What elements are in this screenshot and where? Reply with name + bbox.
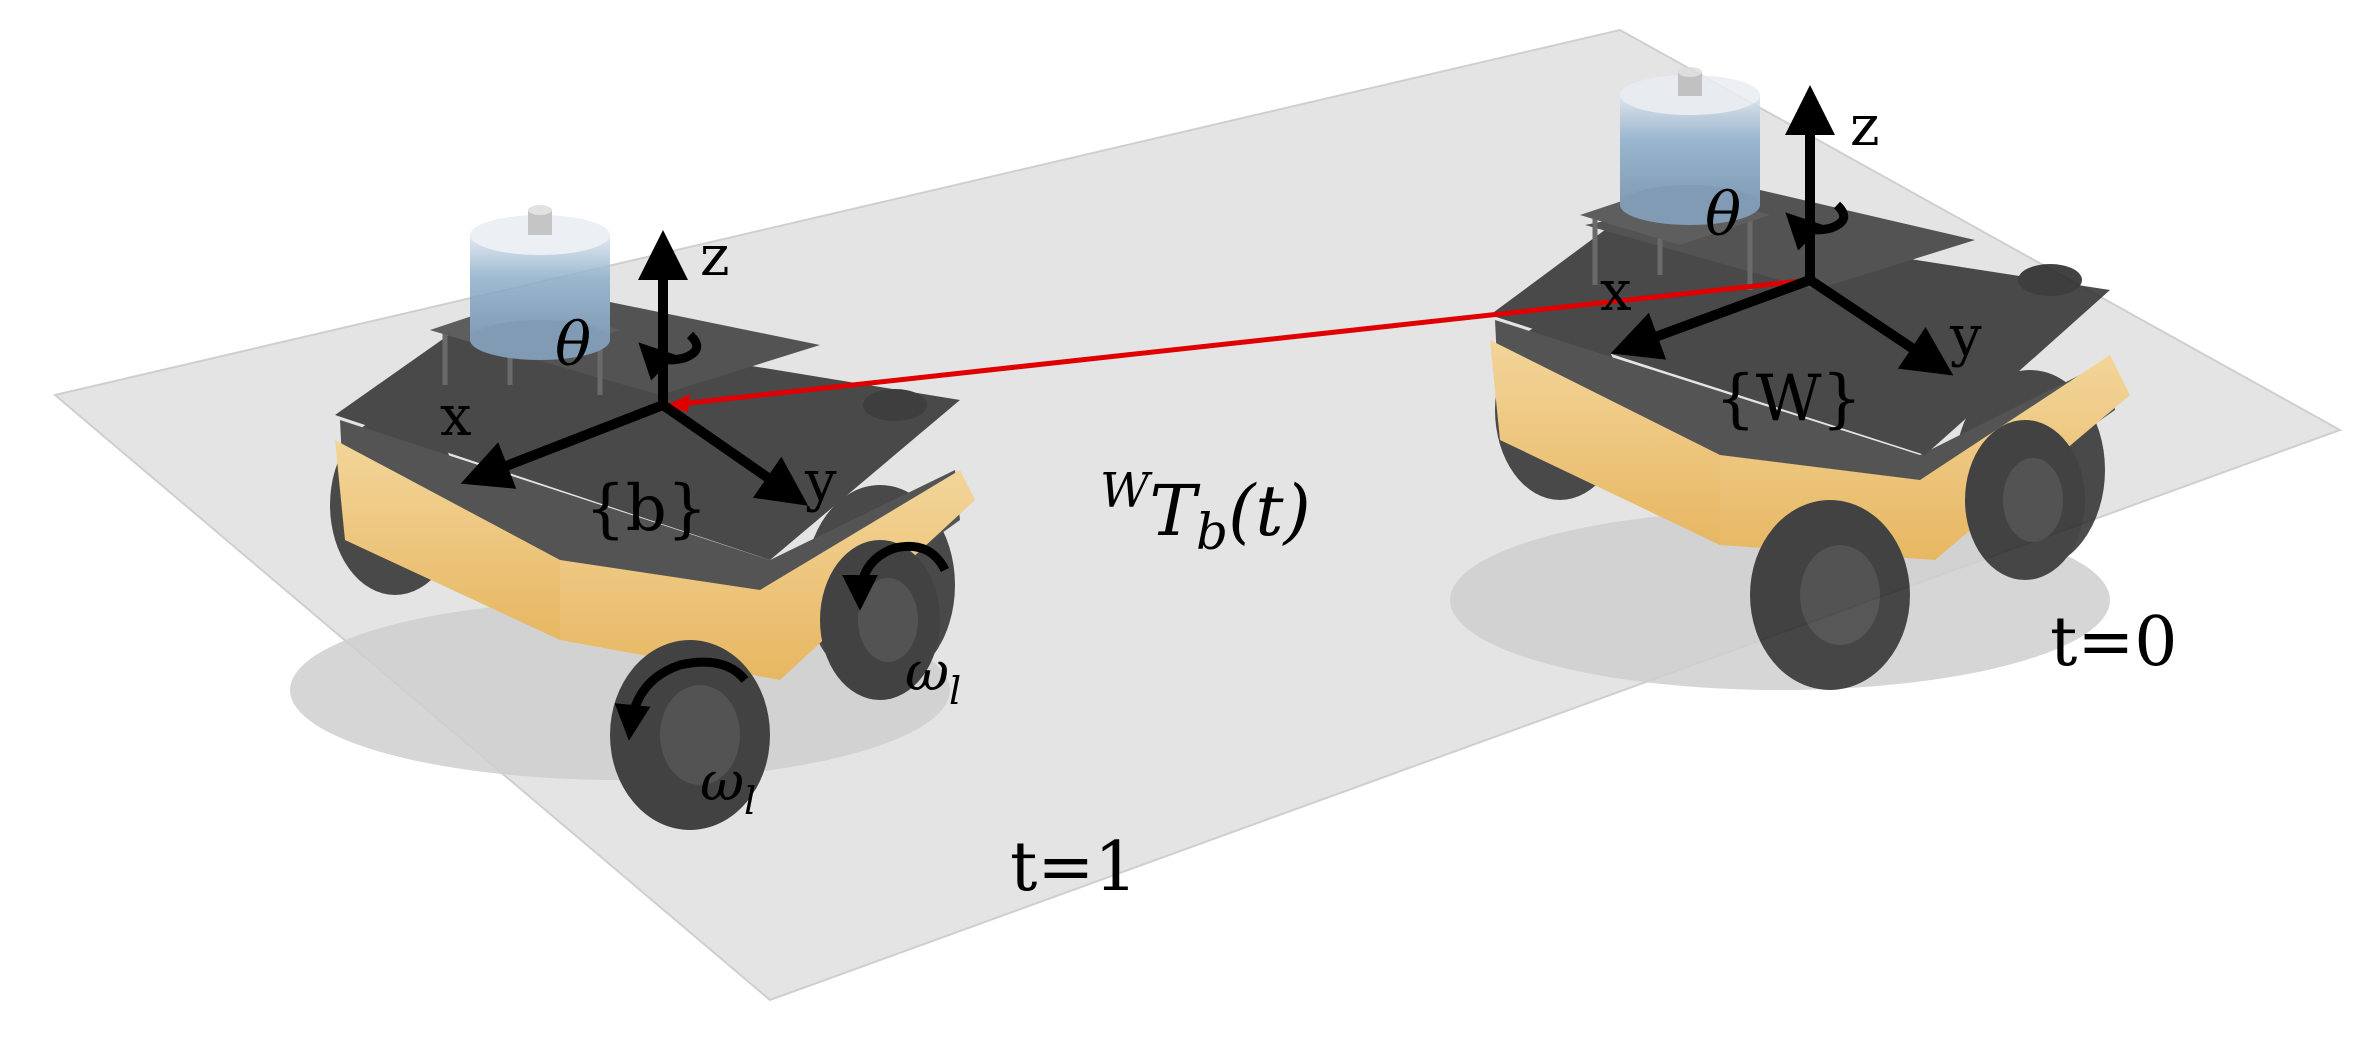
- body-z-label: z: [700, 224, 730, 289]
- time-label-t0: t=0: [2050, 603, 2178, 682]
- world-z-label: z: [1850, 94, 1880, 159]
- body-rotation-arrow-icon: [638, 331, 702, 381]
- body-x-axis: [460, 400, 665, 489]
- transform-label: WTb(t): [1100, 463, 1311, 561]
- robot-world-frame-image: [1450, 67, 2130, 690]
- world-x-axis: [1610, 275, 1812, 360]
- world-frame-axes: [1610, 85, 1954, 376]
- body-x-label: x: [440, 384, 472, 449]
- body-wheel-speed-lower-label: ωl: [700, 750, 756, 823]
- body-y-axis: [660, 400, 809, 506]
- time-label-t1: t=1: [1010, 828, 1138, 907]
- transform-line: [669, 277, 1811, 408]
- body-y-label: y: [804, 449, 837, 514]
- wheel-speed-arrow-lower-icon: [614, 657, 749, 741]
- world-y-label: y: [1949, 304, 1982, 369]
- body-theta-label: θ: [555, 310, 591, 380]
- world-rotation-arrow-icon: [1785, 201, 1849, 251]
- body-frame-axes: [460, 230, 809, 506]
- body-wheel-speed-upper-label: ωl: [905, 640, 961, 713]
- wheel-speed-arrow-upper-icon: [842, 541, 950, 611]
- body-frame-origin-label: {b}: [585, 472, 707, 546]
- world-frame-origin-label: {W}: [1715, 362, 1862, 436]
- world-y-axis: [1807, 275, 1954, 376]
- world-x-label: x: [1600, 259, 1632, 324]
- world-theta-label: θ: [1705, 180, 1741, 250]
